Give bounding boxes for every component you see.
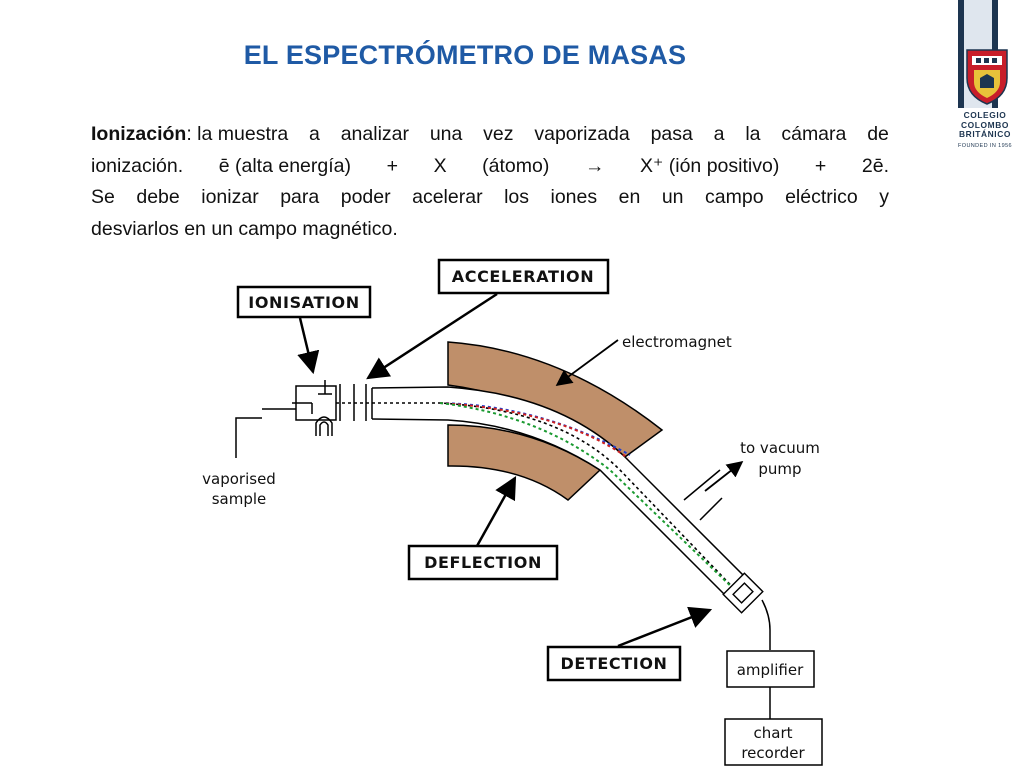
paragraph-word: ionización. (91, 154, 184, 177)
paragraph-word: pasa (650, 123, 693, 145)
paragraph-word: desviarlos en un campo magnético. (91, 217, 398, 240)
paragraph-word: : la muestra (186, 123, 289, 145)
paragraph-line-2: ionización. ē (alta energía) + X (átomo) → X⁺ … (91, 151, 889, 183)
paragraph-word: poder (340, 186, 391, 208)
acceleration-arrow (366, 292, 498, 380)
vacuum-pump-label-line2: pump (758, 460, 801, 478)
detector-wire (761, 599, 771, 650)
deflection-label-box (407, 544, 559, 581)
paragraph-word: una (429, 123, 463, 145)
paragraph-word: analizar (340, 123, 409, 145)
flight-tube (371, 386, 762, 612)
chart-recorder-box (724, 718, 823, 766)
detector (722, 572, 764, 614)
vaporised-sample-label-line2: sample (212, 490, 267, 508)
ion-beam-green (439, 402, 741, 596)
paragraph-word: en (618, 186, 641, 208)
paragraph-word: vez (483, 123, 514, 145)
paragraph-word: acelerar (412, 186, 483, 208)
amplifier-label: amplifier (737, 661, 804, 679)
deflection-arrow (475, 476, 517, 547)
acceleration-label-box (437, 258, 610, 295)
ionisation-label-box (236, 285, 372, 319)
vacuum-pump-label-line1: to vacuum (740, 439, 820, 457)
paragraph-word: 2ē. (861, 154, 889, 177)
ionisation-label: IONISATION (248, 293, 359, 312)
paragraph-word: ionizar (201, 186, 259, 208)
paragraph-word: eléctrico (785, 186, 858, 208)
paragraph-word: campo (705, 186, 764, 208)
school-founded: FOUNDED IN 1956 (958, 142, 1012, 149)
detection-arrow (617, 606, 713, 648)
school-name-line1: COLEGIO (963, 110, 1007, 120)
electromagnet-label: electromagnet (622, 333, 732, 351)
paragraph-word: debe (136, 186, 180, 208)
school-crest-icon (966, 49, 1008, 105)
electromagnet-lower-pole (447, 424, 602, 501)
paragraph-word: vaporizada (534, 123, 630, 145)
school-name-line3: BRITÁNICO (959, 129, 1011, 139)
paragraph-word: para (280, 186, 320, 208)
paragraph-word: + (814, 154, 827, 177)
paragraph-word: cámara (781, 123, 847, 145)
electromagnet-arrow (555, 339, 619, 386)
chart-recorder-label-line2: recorder (741, 744, 805, 762)
paragraph-word: a (713, 123, 725, 145)
sample-inlet-line (235, 417, 262, 458)
paragraph-word: de (867, 123, 889, 145)
amplifier-box (726, 650, 815, 688)
acceleration-label: ACCELERATION (452, 267, 594, 286)
deflection-label: DEFLECTION (424, 553, 542, 572)
paragraph-word: (átomo) (482, 154, 550, 177)
school-name-line2: COLOMBO (961, 119, 1009, 130)
vaporised-sample-label-line1: vaporised (202, 470, 276, 488)
slide-title: EL ESPECTRÓMETRO DE MASAS (243, 40, 687, 70)
paragraph-word: X⁺ (ión positivo) (640, 154, 780, 177)
paragraph-word: Ionización: la muestra (91, 119, 288, 151)
paragraph-word: Se (91, 186, 115, 208)
vacuum-arrow (704, 461, 744, 492)
paragraph-word: un (661, 186, 684, 208)
paragraph-word: + (386, 154, 398, 177)
paragraph-word: → (584, 154, 605, 177)
paragraph-word: X (433, 154, 447, 177)
ionisation-chamber (262, 380, 367, 436)
paragraph-line-4: desviarlos en un campo magnético. (91, 214, 889, 246)
detection-label-box (546, 645, 682, 682)
vacuum-outlet (683, 469, 723, 521)
paragraph-word: y (879, 186, 889, 208)
detection-label: DETECTION (560, 654, 667, 673)
ionisation-arrow (297, 317, 320, 375)
paragraph-word: los (504, 186, 529, 208)
paragraph-word: ē (alta energía) (218, 154, 351, 177)
chart-recorder-label-line1: chart (754, 724, 793, 742)
paragraph-word: a (309, 123, 320, 145)
school-name: COLEGIO COLOMBO BRITÁNICO FOUNDED IN 195… (954, 110, 1016, 151)
paragraph-word: iones (550, 186, 598, 208)
ion-beam-red (439, 402, 629, 459)
paragraph-term: Ionización (91, 123, 187, 145)
paragraph-word: la (745, 123, 761, 145)
